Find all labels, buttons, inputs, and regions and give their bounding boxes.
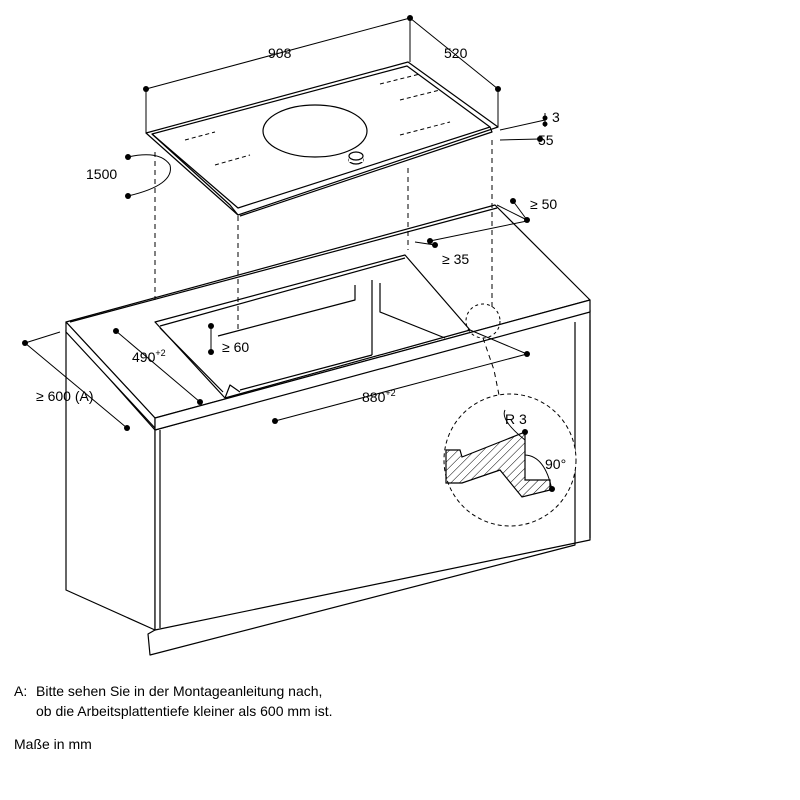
label-cutout-depth: 490+2 [132, 348, 166, 365]
cooking-zone [262, 104, 368, 158]
label-worktop-depth: ≥ 600 (A) [36, 388, 93, 404]
hob [145, 61, 499, 217]
label-cutout-width: 880+2 [362, 388, 396, 405]
label-corner-radius: R 3 [505, 411, 527, 427]
label-edge-angle: 90° [545, 456, 566, 472]
note-a: A: Bitte sehen Sie in der Montageanleitun… [14, 681, 333, 721]
label-hob-width: 908 [268, 45, 292, 61]
note-a-label: A: [14, 683, 28, 699]
label-hob-depth: 520 [444, 45, 468, 61]
cabinet [65, 309, 591, 656]
units-note: Maße in mm [14, 736, 92, 752]
label-cable-length: 1500 [86, 166, 117, 182]
label-hob-edge: 3 [552, 109, 560, 125]
label-front-clearance: ≥ 60 [222, 339, 249, 355]
dimension-dots [22, 15, 555, 492]
projection-lines [154, 140, 501, 401]
installation-diagram: 908 520 3 55 1500 ≥ 50 ≥ 35 490+2 ≥ 60 8… [22, 15, 591, 656]
label-rear-offset: ≥ 35 [442, 251, 469, 267]
edge-detail [443, 393, 577, 527]
note-a-line2: ob die Arbeitsplattentiefe kleiner als 6… [36, 703, 333, 719]
label-hob-height: 55 [538, 132, 554, 148]
label-rear-clearance: ≥ 50 [530, 196, 557, 212]
note-a-line1: Bitte sehen Sie in der Montageanleitung … [36, 683, 323, 699]
